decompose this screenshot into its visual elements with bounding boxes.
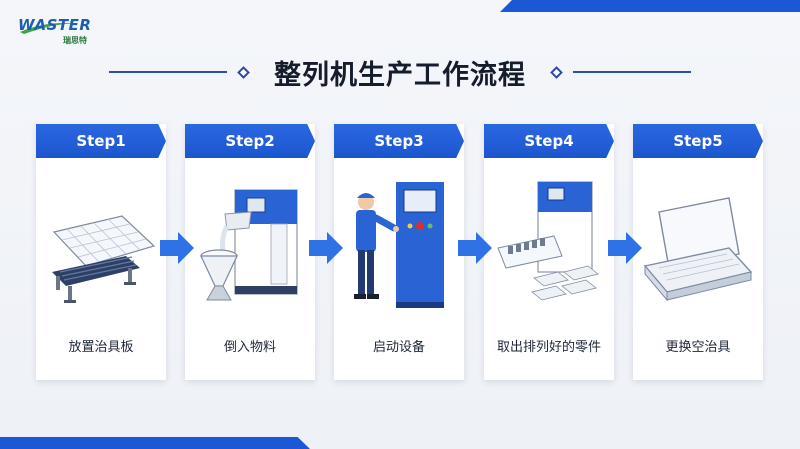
empty-fixture-icon (643, 197, 753, 302)
fixture-board-icon (52, 215, 156, 303)
flow-arrow-3-icon (458, 232, 492, 264)
corner-decoration-top-right (500, 0, 800, 12)
step-label-2: 倒入物料 (223, 340, 276, 355)
title-diamond-right-icon (550, 65, 563, 79)
step-label-3: 启动设备 (372, 340, 425, 355)
flow-arrow-1-icon (160, 232, 194, 264)
step-header-3: Step3 (334, 124, 464, 158)
logo-subtext: 瑞思特 (63, 36, 87, 45)
step-label-1: 放置治具板 (68, 340, 134, 355)
step-header-2: Step2 (185, 124, 315, 158)
sorted-parts-icon (497, 181, 599, 301)
step-header-1: Step1 (36, 124, 166, 158)
title-row: 整列机生产工作流程 (0, 52, 800, 92)
corner-decoration-bottom-left (0, 437, 310, 449)
step-header-4: Step4 (484, 124, 614, 158)
step-card-3: Step3 启动设备 (334, 124, 464, 380)
title-line-left (109, 71, 227, 73)
step-card-1: Step1 放置治具板 (36, 124, 166, 380)
title-diamond-left-icon (237, 65, 250, 79)
flow-arrow-4-icon (608, 232, 642, 264)
logo-swoosh-icon (20, 23, 78, 34)
start-machine-icon (354, 182, 444, 308)
step-label-4: 取出排列好的零件 (496, 340, 601, 355)
page-title: 整列机生产工作流程 (274, 59, 526, 91)
logo-text: WASTER (18, 16, 92, 34)
pour-material-icon (200, 189, 298, 301)
title-line-right (573, 71, 691, 73)
step-card-4: Step4 取出排列好的零件 (484, 124, 614, 380)
step-card-2: Step2 倒入物料 (185, 124, 315, 380)
step-header-5: Step5 (633, 124, 763, 158)
flow-arrow-2-icon (309, 232, 343, 264)
step-card-5: Step5 更换空治具 (633, 124, 763, 380)
brand-logo: WASTER 瑞思特 (18, 16, 98, 46)
step-label-5: 更换空治具 (665, 340, 731, 355)
